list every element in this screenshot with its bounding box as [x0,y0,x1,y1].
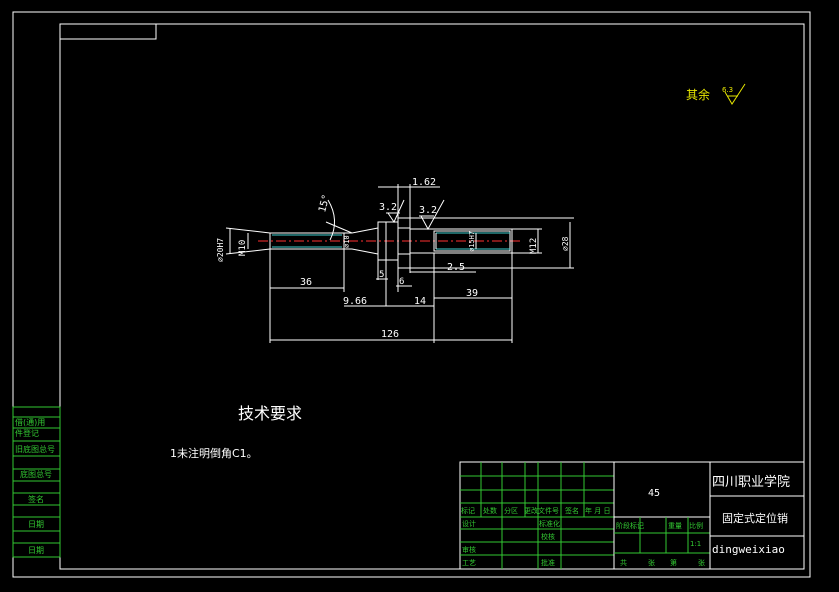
roughness-note: 其余 6.3 [686,83,746,105]
sheet-total-unit: 张 [648,558,655,567]
rev-label-1: 标记 [461,506,475,515]
rev-label-6: 年 月 日 [585,506,610,515]
left-margin-table: 借(通)用 件登记 旧底图总号 底图总号 签名 日期 日期 [12,406,61,558]
dim-phi28: ⌀28 [561,236,570,251]
title-block: 标记 处数 分区 更改文件号 签名 年 月 日 设计 标准化 校核 审核 工艺 … [459,461,805,570]
rev-label-4: 更改文件号 [524,506,559,515]
role-design: 设计 [462,519,476,528]
code-box [59,23,157,40]
margin-label-1: 借(通)用 [15,417,45,427]
margin-label-2: 件登记 [15,428,39,438]
dim-6: 6 [399,277,404,287]
school-name: 四川职业学院 [712,474,790,490]
role-standard: 标准化 [539,519,560,528]
roughness-right-icon [420,199,445,231]
margin-label-5: 签名 [28,494,44,504]
rev-label-3: 分区 [504,506,518,515]
dim-phi10: ⌀10 [343,235,351,248]
sheet-total: 共 [620,558,627,567]
margin-label-4: 底图总号 [20,469,52,479]
roughness-value: 6.3 [722,86,733,94]
dim-3-2-left: 3.2 [379,202,397,213]
dim-3-2-right: 3.2 [419,205,437,216]
sheet-border [12,11,811,578]
scale-value: 1:1 [690,540,701,548]
dim-m10: M10 [238,240,248,256]
dim-m12: M12 [529,238,539,254]
role-approve: 批准 [541,558,555,567]
role-check: 校核 [541,532,555,541]
tech-title: 技术要求 [238,404,302,423]
rev-label-2: 处数 [483,506,497,515]
roughness-label: 其余 [686,87,710,102]
tech-note-1: 1未注明倒角C1。 [170,446,258,460]
part-name: 固定式定位销 [722,511,788,525]
right-shaft [409,228,513,254]
drawing-frame [59,23,805,570]
dimensions: 36 5 6 2.5 9.66 14 39 126 1.62 3.2 [216,177,574,343]
roughness-left-icon [387,199,405,224]
dim-9-66: 9.66 [343,296,367,307]
margin-label-3: 旧底图总号 [15,444,55,454]
role-craft: 工艺 [462,559,476,567]
drawing-code: dingweixiao [712,543,785,556]
scale-label: 比例 [689,521,703,530]
dim-36: 36 [300,277,312,288]
margin-label-7: 日期 [28,546,44,555]
dim-15deg: 15° [317,193,332,213]
dim-126: 126 [381,329,399,340]
margin-label-6: 日期 [28,520,44,529]
sheet-no-unit: 张 [698,558,705,567]
stage-label: 阶段标记 [616,521,644,530]
material: 45 [648,488,660,499]
rev-label-5: 签名 [565,506,579,515]
dim-phi20h7: ⌀20H7 [216,238,225,262]
dim-5: 5 [379,270,384,280]
part-view [258,221,523,261]
dim-14: 14 [414,296,426,307]
weight-label: 重量 [668,522,682,530]
dim-1-62: 1.62 [412,177,436,188]
dim-phi15h7: ⌀15H7 [468,231,476,252]
sheet-no: 第 [670,558,677,567]
left-shaft [269,232,345,250]
dim-39: 39 [466,288,478,299]
role-review: 审核 [462,545,476,554]
